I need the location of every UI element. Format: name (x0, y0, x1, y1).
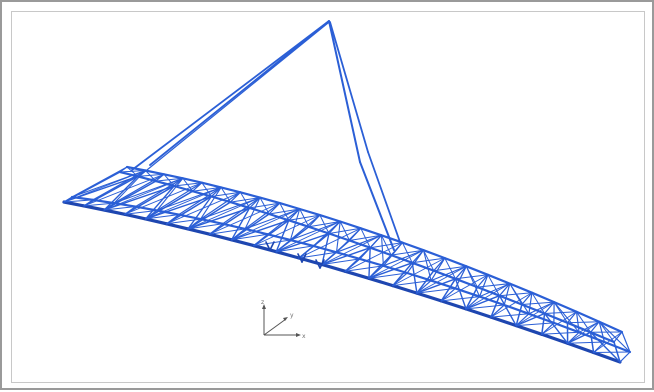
chord-member (393, 286, 417, 294)
triad-x-arrow (296, 333, 301, 337)
stay-cables (132, 21, 329, 174)
chord-member (276, 252, 299, 258)
chord-member (167, 224, 188, 229)
mast-leg (329, 21, 360, 162)
diagonal-member (412, 263, 417, 293)
truss-girder (64, 167, 630, 362)
triad-y-label: y (290, 312, 294, 319)
vertical-member (64, 172, 120, 202)
coordinate-triad: z y x (261, 299, 306, 340)
chord-member (84, 206, 104, 210)
triad-z-label: z (261, 299, 264, 306)
plan-brace (594, 352, 630, 353)
chord-member (322, 265, 345, 272)
chord-member (125, 214, 146, 219)
chord-member (345, 271, 369, 278)
chord-member (466, 309, 491, 317)
chord-member (369, 278, 393, 285)
floor-beam (466, 297, 480, 309)
stay-cable (142, 23, 328, 174)
stay-cable (150, 21, 329, 165)
chord-member (146, 219, 167, 224)
diagonal-member (369, 248, 370, 279)
chord-member (441, 301, 466, 309)
chord-member (488, 275, 510, 284)
mast (329, 21, 400, 250)
chord-member (188, 229, 210, 234)
diagonal-member (568, 332, 591, 343)
chord-member (417, 293, 441, 301)
chord-member (223, 224, 245, 229)
top-strut (568, 312, 577, 323)
top-strut (434, 258, 445, 271)
top-strut (477, 275, 488, 287)
vertical-member (179, 187, 221, 214)
chord-member (232, 240, 254, 246)
floor-beam (620, 352, 630, 362)
triad-x-label: x (302, 333, 306, 340)
triad-y-axis (264, 319, 286, 335)
mast-leg (330, 22, 368, 152)
chord-member (254, 246, 276, 252)
chord-member (104, 210, 125, 214)
stay-cable (132, 21, 329, 170)
diagonal-member (382, 235, 384, 265)
chord-member (516, 326, 542, 335)
chord-member (64, 202, 84, 206)
chord-member (568, 343, 594, 352)
chord-member (210, 234, 232, 240)
plan-brace (568, 342, 605, 343)
